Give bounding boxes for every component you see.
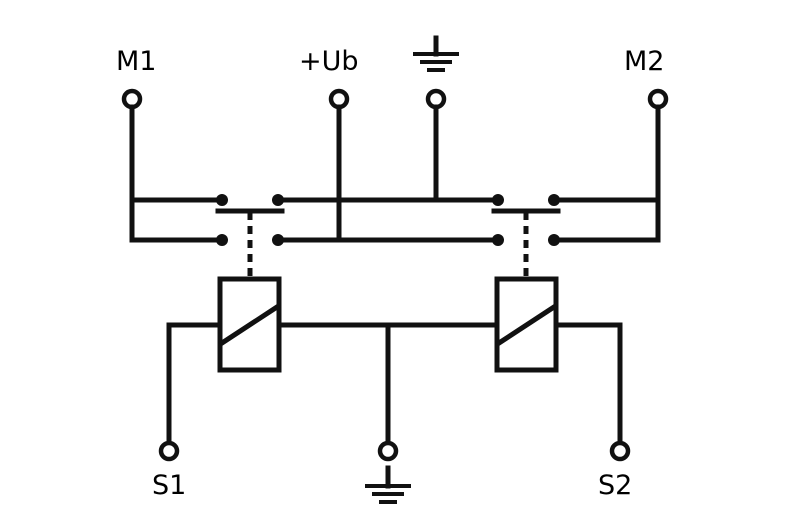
ground-icon	[365, 465, 411, 504]
wire-s1	[166, 322, 223, 446]
label-s1: S1	[152, 470, 187, 501]
relay-coil-left	[217, 276, 282, 373]
left-switch	[215, 194, 285, 278]
wire-s2	[553, 322, 623, 446]
relay-coil-right	[494, 276, 559, 373]
label-ub: +Ub	[299, 46, 359, 77]
terminal-s2	[609, 440, 631, 462]
wire-m2	[553, 104, 661, 243]
terminal-ground-bottom	[377, 440, 399, 462]
label-m1: M1	[116, 46, 157, 77]
wire-m1	[129, 104, 221, 243]
ground-icon	[413, 35, 459, 72]
right-switch	[491, 194, 561, 278]
label-m2: M2	[624, 46, 665, 77]
label-s2: S2	[598, 470, 633, 501]
terminal-s1	[158, 440, 180, 462]
